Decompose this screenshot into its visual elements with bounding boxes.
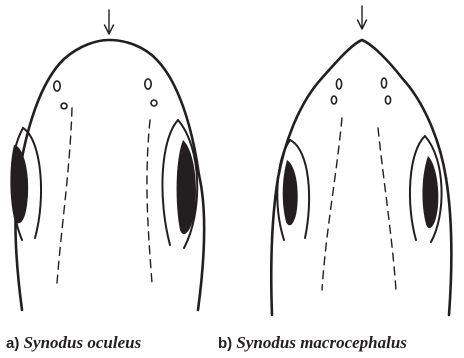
nostrils-b — [331, 78, 390, 104]
left-eye-b — [277, 140, 309, 240]
caption-a-letter: a) — [6, 335, 19, 352]
caption-a-species: Synodus oculeus — [24, 333, 142, 352]
nostrils-a — [54, 79, 157, 109]
right-eye-b — [410, 136, 442, 242]
arrow-indicator-b — [358, 6, 367, 29]
lateral-lines-a — [57, 108, 152, 283]
caption-b: b) Synodus macrocephalus — [218, 333, 407, 354]
caption-b-species: Synodus macrocephalus — [236, 333, 407, 352]
head-outline-a — [10, 10, 204, 310]
head-outline-b — [271, 6, 451, 315]
arrow-indicator-a — [105, 10, 114, 34]
caption-a: a) Synodus oculeus — [6, 333, 141, 354]
caption-b-letter: b) — [218, 335, 232, 352]
lateral-lines-b — [322, 118, 396, 290]
